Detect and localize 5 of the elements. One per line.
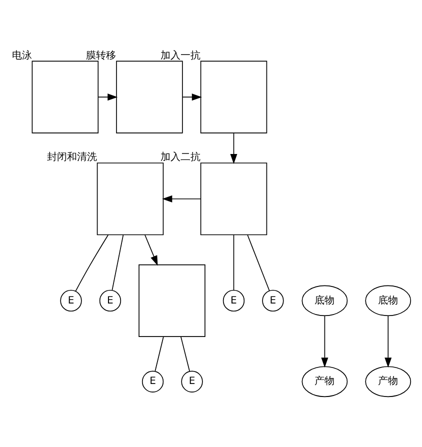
node-label: 加入二抗 — [160, 152, 200, 164]
node-label: 膜转移 — [86, 50, 116, 62]
node-label: 电泳 — [12, 50, 32, 62]
node-label: 封闭和清洗 — [46, 152, 97, 164]
node-label: 加入一抗 — [160, 50, 200, 62]
